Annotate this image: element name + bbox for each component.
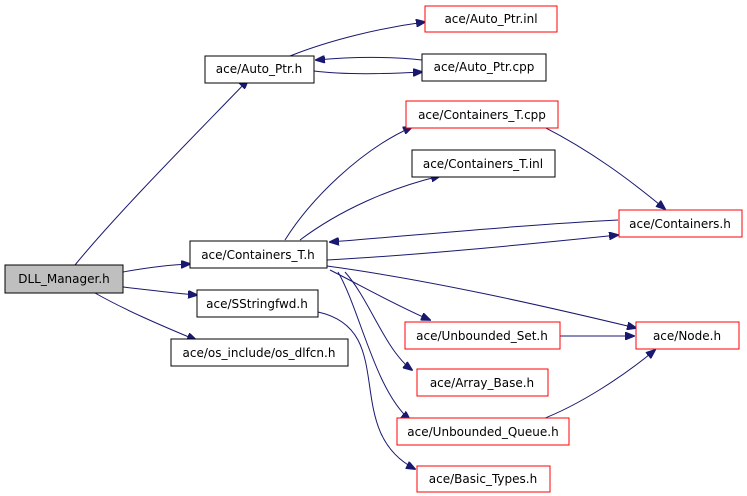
edge-auto-ptr-h-to-auto-ptr-cpp	[313, 71, 422, 74]
node-unbounded-queue[interactable]: ace/Unbounded_Queue.h	[396, 417, 570, 446]
node-label-auto-ptr-cpp: ace/Auto_Ptr.cpp	[434, 60, 535, 74]
edge-dll-manager-to-sstringfwd	[122, 286, 197, 295]
edge-dll-manager-to-auto-ptr-h	[74, 80, 248, 266]
edge-containers-t-h-to-array-base	[344, 271, 412, 370]
node-os-dlfcn[interactable]: ace/os_include/os_dlfcn.h	[170, 338, 349, 367]
node-dll-manager[interactable]: DLL_Manager.h	[4, 264, 124, 294]
edge-dll-manager-to-containers-t-h	[122, 264, 190, 273]
edge-layer	[74, 22, 665, 469]
edge-containers-t-h-to-containers-t-cpp	[284, 127, 412, 241]
node-array-base[interactable]: ace/Array_Base.h	[416, 368, 549, 397]
node-label-sstringfwd: ace/SStringfwd.h	[206, 297, 308, 311]
edge-containers-t-h-to-unbounded-queue	[337, 271, 410, 420]
node-auto-ptr-cpp[interactable]: ace/Auto_Ptr.cpp	[421, 53, 547, 82]
node-label-dll-manager: DLL_Manager.h	[18, 272, 110, 286]
node-label-unbounded-set: ace/Unbounded_Set.h	[416, 329, 548, 343]
edge-containers-t-h-to-containers-t-inl	[299, 176, 440, 241]
node-containers-h[interactable]: ace/Containers.h	[618, 209, 743, 238]
node-label-auto-ptr-inl: ace/Auto_Ptr.inl	[444, 12, 537, 26]
node-label-containers-t-h: ace/Containers_T.h	[201, 248, 315, 262]
node-label-os-dlfcn: ace/os_include/os_dlfcn.h	[183, 346, 336, 360]
node-auto-ptr-h[interactable]: ace/Auto_Ptr.h	[204, 55, 315, 84]
edge-unbounded-queue-to-node-h	[539, 350, 655, 421]
node-containers-t-cpp[interactable]: ace/Containers_T.cpp	[405, 100, 559, 129]
node-layer: DLL_Manager.h ace/Auto_Ptr.h ace/Auto_Pt…	[4, 5, 743, 493]
edge-containers-t-cpp-to-containers-h	[539, 124, 665, 209]
edge-containers-t-h-to-unbounded-set	[329, 269, 430, 320]
node-label-containers-t-cpp: ace/Containers_T.cpp	[418, 108, 546, 122]
node-label-unbounded-queue: ace/Unbounded_Queue.h	[407, 425, 558, 439]
node-containers-t-inl[interactable]: ace/Containers_T.inl	[411, 149, 556, 178]
edge-auto-ptr-cpp-to-auto-ptr-h	[316, 57, 423, 60]
node-label-containers-h: ace/Containers.h	[629, 217, 731, 231]
edge-dll-manager-to-os-dlfcn	[94, 292, 196, 340]
edge-containers-h-to-containers-t-h	[330, 219, 619, 242]
node-label-basic-types: ace/Basic_Types.h	[429, 472, 537, 486]
node-sstringfwd[interactable]: ace/SStringfwd.h	[196, 289, 319, 318]
node-auto-ptr-inl[interactable]: ace/Auto_Ptr.inl	[424, 5, 558, 33]
edge-sstringfwd-to-basic-types	[317, 311, 415, 469]
edge-containers-t-h-to-containers-h	[326, 235, 618, 261]
node-label-node-h: ace/Node.h	[653, 329, 721, 343]
node-label-containers-t-inl: ace/Containers_T.inl	[423, 157, 543, 171]
edge-auto-ptr-h-to-auto-ptr-inl	[289, 22, 425, 57]
edge-containers-t-h-to-node-h	[326, 265, 636, 328]
node-node-h[interactable]: ace/Node.h	[635, 321, 740, 350]
node-containers-t-h[interactable]: ace/Containers_T.h	[189, 240, 328, 269]
node-label-array-base: ace/Array_Base.h	[430, 376, 534, 390]
node-basic-types[interactable]: ace/Basic_Types.h	[416, 465, 551, 493]
node-unbounded-set[interactable]: ace/Unbounded_Set.h	[404, 321, 561, 350]
node-label-auto-ptr-h: ace/Auto_Ptr.h	[216, 62, 302, 76]
